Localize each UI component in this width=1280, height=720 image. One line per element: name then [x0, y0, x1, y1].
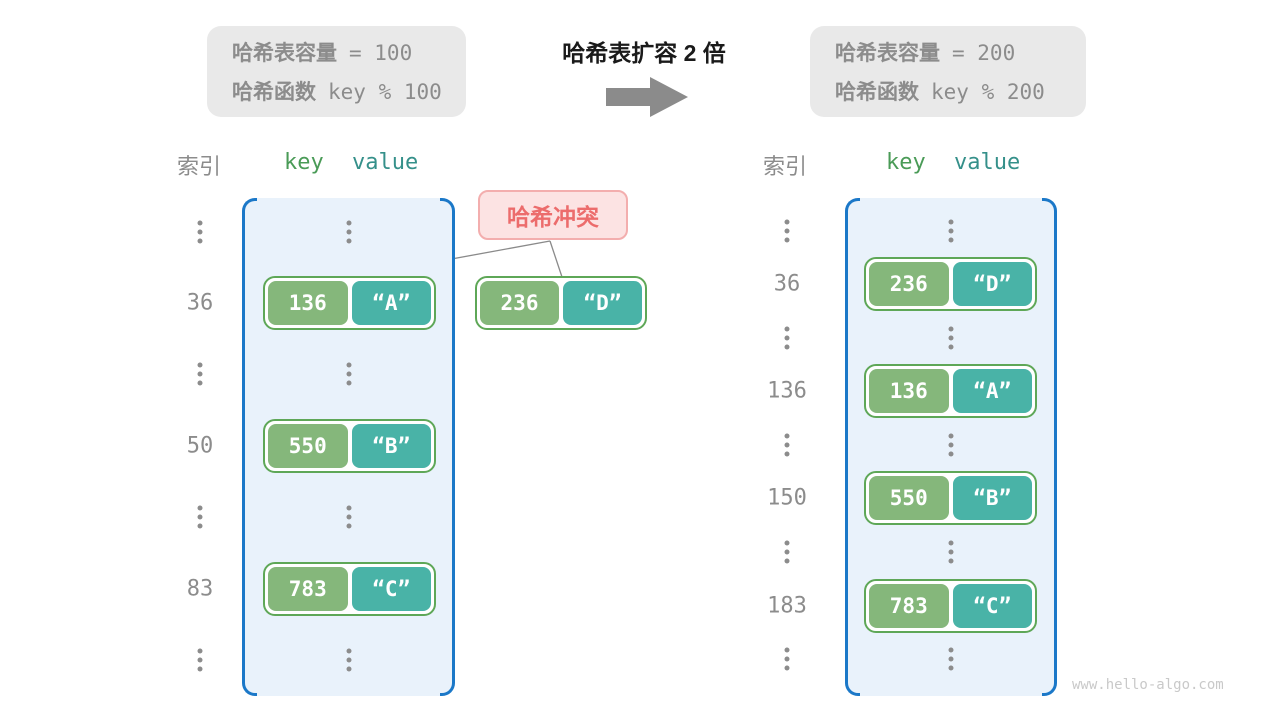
hash-function-value: key % 200 [931, 80, 1045, 104]
expand-title: 哈希表扩容 2 倍 [562, 40, 726, 66]
hash-function-line: 哈希函数 key % 200 [835, 76, 1086, 106]
before-index: 50 [186, 433, 214, 459]
kv-pair: 783 “C” [263, 562, 436, 616]
value-cell: “D” [563, 281, 642, 325]
key-cell: 136 [869, 369, 949, 413]
before-index-header: 索引 [177, 154, 222, 179]
before-value-header: value [352, 150, 419, 175]
ellipsis-dots [948, 647, 954, 671]
hash-function-value: key % 100 [328, 80, 442, 104]
ellipsis-dots [784, 540, 790, 564]
before-index: 83 [186, 576, 214, 602]
site-watermark: www.hello-algo.com [1072, 677, 1224, 693]
ellipsis-dots [948, 540, 954, 564]
capacity-value: = 200 [952, 41, 1016, 65]
key-cell: 550 [268, 424, 348, 468]
capacity-value: = 100 [349, 41, 413, 65]
capacity-label: 哈希表容量 [835, 42, 940, 65]
capacity-before-box: 哈希表容量 = 100 哈希函数 key % 100 [207, 26, 466, 117]
after-key-header: key [886, 150, 926, 175]
expand-arrow-icon [606, 76, 690, 118]
ellipsis-dots [346, 362, 352, 386]
ellipsis-dots [346, 648, 352, 672]
capacity-label: 哈希表容量 [232, 42, 337, 65]
ellipsis-dots [346, 220, 352, 244]
kv-pair: 136 “A” [263, 276, 436, 330]
after-index: 183 [767, 593, 807, 619]
before-key-header: key [284, 150, 324, 175]
key-cell: 550 [869, 476, 949, 520]
bucket-bracket-left [242, 198, 257, 696]
after-index: 150 [767, 485, 807, 511]
value-cell: “C” [952, 584, 1032, 628]
kv-pair: 550 “B” [263, 419, 436, 473]
colliding-kv-pair: 236 “D” [475, 276, 647, 330]
hash-collision-label: 哈希冲突 [478, 190, 628, 240]
ellipsis-dots [784, 219, 790, 243]
key-cell: 236 [869, 262, 949, 306]
value-cell: “B” [952, 476, 1032, 520]
ellipsis-dots [346, 505, 352, 529]
key-cell: 783 [869, 584, 949, 628]
after-index-header: 索引 [763, 154, 808, 179]
ellipsis-dots [197, 505, 203, 529]
value-cell: “A” [952, 369, 1032, 413]
ellipsis-dots [197, 220, 203, 244]
ellipsis-dots [948, 219, 954, 243]
hash-function-label: 哈希函数 [835, 81, 919, 104]
bucket-bracket-right [1042, 198, 1057, 696]
ellipsis-dots [784, 647, 790, 671]
after-index: 36 [773, 271, 801, 297]
after-index: 136 [767, 378, 807, 404]
ellipsis-dots [197, 648, 203, 672]
kv-pair: 783 “C” [864, 579, 1037, 633]
after-value-header: value [954, 150, 1021, 175]
value-cell: “C” [351, 567, 431, 611]
value-cell: “D” [952, 262, 1032, 306]
capacity-after-box: 哈希表容量 = 200 哈希函数 key % 200 [810, 26, 1086, 117]
hash-function-line: 哈希函数 key % 100 [232, 76, 466, 106]
bucket-bracket-left [845, 198, 860, 696]
key-cell: 236 [480, 281, 559, 325]
value-cell: “B” [351, 424, 431, 468]
ellipsis-dots [948, 433, 954, 457]
kv-pair: 136 “A” [864, 364, 1037, 418]
kv-pair: 236 “D” [864, 257, 1037, 311]
kv-pair: 550 “B” [864, 471, 1037, 525]
ellipsis-dots [948, 326, 954, 350]
value-cell: “A” [351, 281, 431, 325]
bucket-bracket-right [440, 198, 455, 696]
ellipsis-dots [784, 433, 790, 457]
before-index: 36 [186, 290, 214, 316]
key-cell: 783 [268, 567, 348, 611]
capacity-line: 哈希表容量 = 200 [835, 37, 1086, 67]
key-cell: 136 [268, 281, 348, 325]
capacity-line: 哈希表容量 = 100 [232, 37, 466, 67]
hash-function-label: 哈希函数 [232, 81, 316, 104]
ellipsis-dots [784, 326, 790, 350]
ellipsis-dots [197, 362, 203, 386]
